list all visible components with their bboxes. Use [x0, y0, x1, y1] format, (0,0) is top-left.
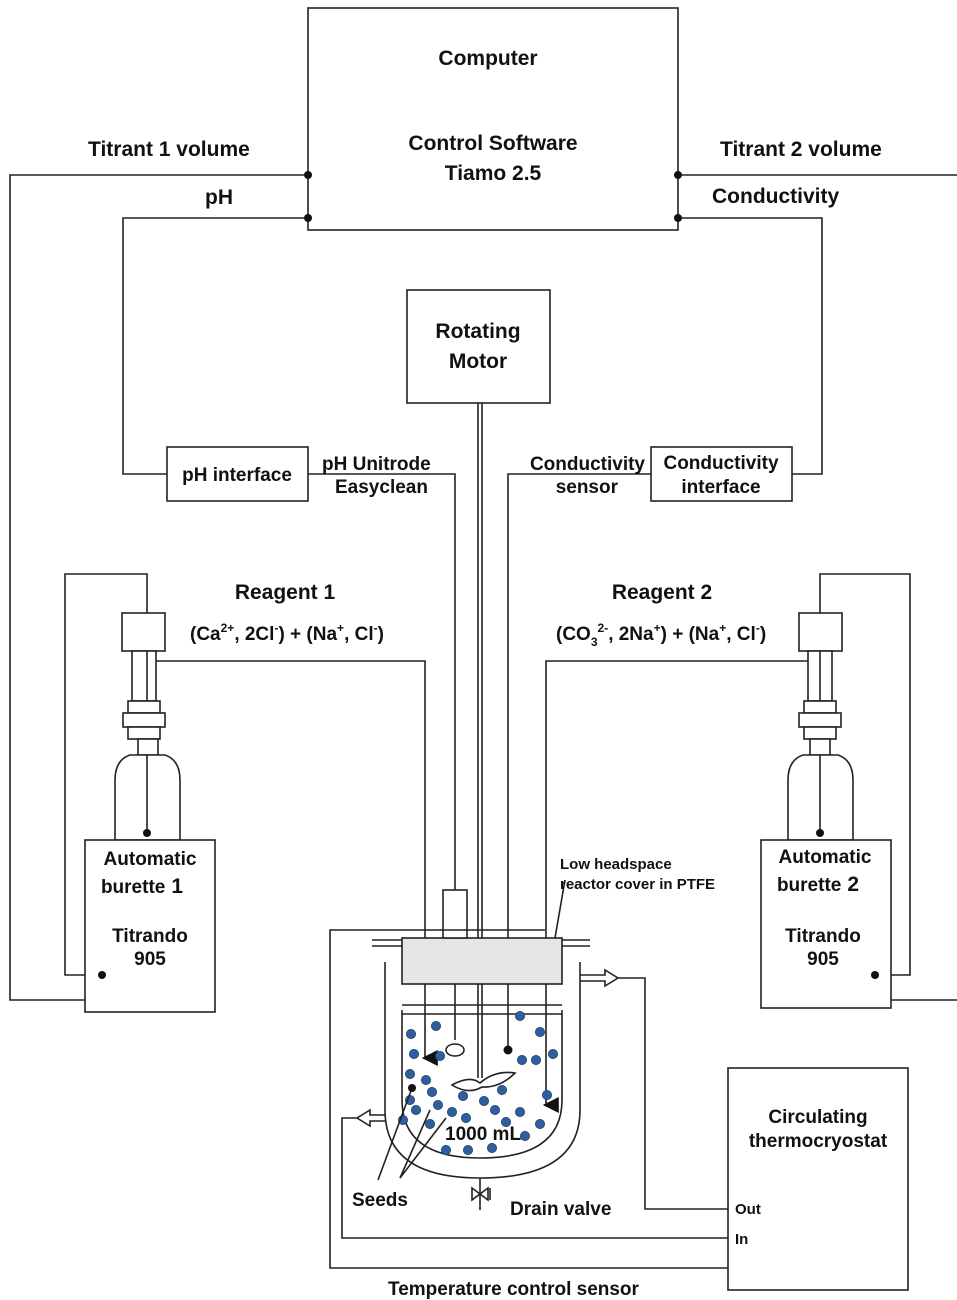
seed-particle — [462, 1145, 473, 1156]
drain-valve-label: Drain valve — [510, 1199, 611, 1220]
cond-interface-line1: Conductivity — [663, 453, 778, 474]
seed-particle — [520, 1131, 531, 1142]
motor-line1: Rotating — [435, 320, 520, 343]
burette1-line1: Automatic — [104, 849, 197, 870]
seed-particle — [426, 1087, 437, 1098]
titrant2-label: Titrant 2 volume — [720, 138, 882, 161]
reagent1-title: Reagent 1 — [235, 581, 336, 604]
burette2-model2: 905 — [807, 949, 839, 970]
reagent2-title: Reagent 2 — [612, 581, 712, 604]
seed-particle — [535, 1119, 546, 1130]
software-line1: Control Software — [408, 132, 577, 155]
reactor — [329, 889, 798, 1273]
burette2-box: Automatic burette 2 Titrando 905 — [760, 839, 892, 1009]
thermocryostat-box: Circulating thermocryostat Out In — [727, 1067, 909, 1291]
seed-particle — [410, 1105, 421, 1116]
seed-particle — [515, 1107, 526, 1118]
reactor-cover-line1: Low headspace — [560, 856, 672, 873]
seed-particle — [517, 1055, 528, 1066]
reactor-cover — [401, 937, 563, 985]
reactor-cover-line2: reactor cover in PTFE — [560, 876, 715, 893]
reagent1-formula: (Ca2+, 2Cl-) + (Na+, Cl-) — [190, 621, 384, 645]
seed-particle — [424, 1119, 435, 1130]
titrant1-label: Titrant 1 volume — [88, 138, 250, 161]
seed-particle — [535, 1027, 546, 1038]
burette1-box: Automatic burette 1 Titrando 905 — [84, 839, 216, 1013]
motor-line2: Motor — [449, 350, 507, 373]
burette2-line1: Automatic — [779, 847, 872, 868]
burette1-number: 1 — [171, 875, 183, 898]
seed-particle — [420, 1075, 431, 1086]
seeds-label: Seeds — [352, 1190, 408, 1211]
rotating-motor: Rotating Motor — [406, 289, 551, 404]
seed-particle — [496, 1085, 507, 1096]
seeds-group — [397, 1011, 559, 1156]
seed-particle — [515, 1011, 526, 1022]
reagent2-formula: (CO32-, 2Na+) + (Na+, Cl-) — [556, 621, 766, 649]
thermo-line1: Circulating — [768, 1107, 867, 1128]
burette2-number: 2 — [847, 873, 859, 896]
seeds-pointers — [377, 1087, 447, 1181]
seed-particle — [430, 1021, 441, 1032]
thermo-line2: thermocryostat — [749, 1131, 888, 1152]
seed-particle — [405, 1029, 416, 1040]
seed-particle — [531, 1055, 542, 1066]
conductivity-interface-box: Conductivity interface — [650, 446, 793, 502]
thermo-out-label: Out — [735, 1201, 761, 1218]
cond-sensor-line1: Conductivity — [530, 454, 645, 475]
seed-particle — [489, 1105, 500, 1116]
burette2-model1: Titrando — [785, 926, 861, 947]
ph-interface-box: pH interface — [166, 446, 309, 502]
seed-particle — [432, 1100, 443, 1111]
seed-particle — [500, 1117, 511, 1128]
ph-electrode-line1: pH Unitrode — [322, 454, 431, 475]
reactor-volume: 1000 mL — [445, 1124, 521, 1145]
conductivity-signal-label: Conductivity — [712, 185, 839, 208]
burette2-assembly — [542, 573, 911, 1113]
burette1-line2: burette — [101, 877, 165, 898]
ph-interface-label: pH interface — [182, 465, 292, 486]
seed-particle — [457, 1091, 468, 1102]
seed-particle — [478, 1096, 489, 1107]
seed-particle — [408, 1049, 419, 1060]
seed-particle — [460, 1113, 471, 1124]
ph-electrode-line2: Easyclean — [335, 477, 428, 498]
seed-particle — [486, 1143, 497, 1154]
burette2-line2: burette — [777, 875, 841, 896]
seed-particle — [548, 1049, 559, 1060]
ph-signal-label: pH — [205, 186, 233, 209]
seed-particle — [440, 1145, 451, 1156]
seed-particle — [446, 1107, 457, 1118]
burette1-model2: 905 — [134, 949, 166, 970]
computer-box: Computer Control Software Tiamo 2.5 — [307, 7, 679, 231]
seed-particle — [542, 1090, 553, 1101]
seed-particle — [434, 1051, 445, 1062]
software-line2: Tiamo 2.5 — [445, 162, 542, 185]
computer-title: Computer — [438, 47, 537, 70]
burette1-model1: Titrando — [112, 926, 188, 947]
seed-particle — [404, 1069, 415, 1080]
thermo-in-label: In — [735, 1231, 748, 1248]
temp-sensor-label: Temperature control sensor — [388, 1279, 640, 1300]
cond-sensor-line2: sensor — [556, 477, 619, 498]
cond-interface-line2: interface — [681, 477, 760, 498]
